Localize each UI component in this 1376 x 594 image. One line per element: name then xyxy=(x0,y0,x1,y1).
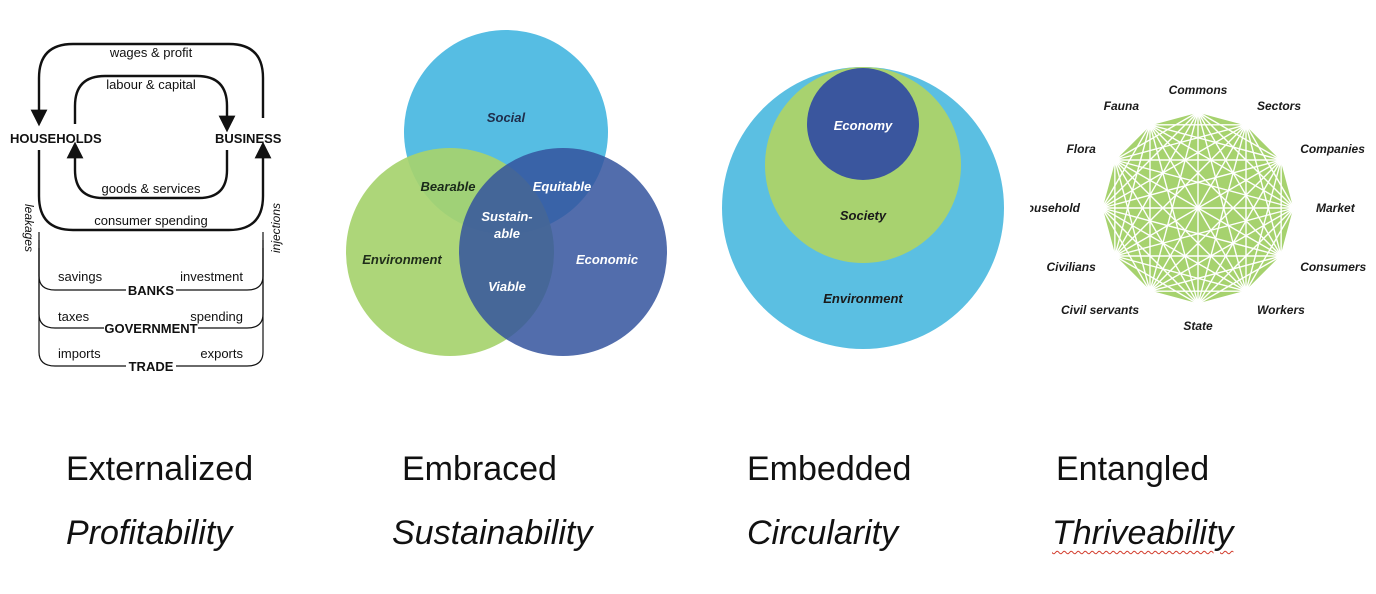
network-edge xyxy=(1114,159,1151,292)
equitable-label: Equitable xyxy=(533,179,592,194)
network-edge xyxy=(1197,111,1247,292)
labour-label: labour & capital xyxy=(106,77,196,92)
network-node-label: Flora xyxy=(1066,142,1096,156)
economic-label: Economic xyxy=(576,252,639,267)
network-node-label: Household xyxy=(1030,201,1081,215)
caption-subtitle-3: Circularity xyxy=(747,514,899,552)
spending-label: spending xyxy=(190,309,243,324)
network-edge xyxy=(1101,207,1116,257)
network-edge xyxy=(1197,290,1247,305)
households-label: HOUSEHOLDS xyxy=(10,131,102,146)
caption-subtitle-4: Thriveability xyxy=(1052,514,1234,552)
network-node-label: Workers xyxy=(1257,303,1305,317)
labour-arrow xyxy=(73,74,236,133)
banks-label: BANKS xyxy=(128,283,175,298)
network-edge xyxy=(1245,124,1282,161)
caption-title-1: Externalized xyxy=(66,450,254,488)
network-edge xyxy=(1114,159,1295,209)
network-node-label: Sectors xyxy=(1257,99,1301,113)
savings-label: savings xyxy=(58,269,103,284)
goods-arrow xyxy=(66,141,229,200)
network-edge xyxy=(1280,207,1295,257)
network-edge xyxy=(1101,207,1151,292)
network-node-label: Civil servants xyxy=(1061,303,1139,317)
environment-label: Environment xyxy=(362,252,442,267)
network-edge xyxy=(1114,159,1247,292)
network-edge xyxy=(1149,290,1199,305)
network-edge xyxy=(1101,207,1282,257)
social-label: Social xyxy=(487,110,526,125)
network-edge xyxy=(1149,111,1199,292)
caption-subtitle-1: Profitability xyxy=(66,514,233,552)
society-label: Society xyxy=(840,208,887,223)
network-edge xyxy=(1101,159,1282,209)
network-edge xyxy=(1114,255,1199,305)
network-edge xyxy=(1149,124,1247,292)
network-node-label: Civilians xyxy=(1046,260,1096,274)
network-node-label: Companies xyxy=(1300,142,1365,156)
economic-circle xyxy=(459,148,667,356)
circular-flow-diagram: wages & profit labour & capital HOUSEHOL… xyxy=(0,0,300,400)
network-edge xyxy=(1149,111,1199,126)
network-edge xyxy=(1197,111,1247,126)
network-edge xyxy=(1149,124,1282,161)
network-edge xyxy=(1101,124,1151,209)
network-edge xyxy=(1149,124,1295,209)
wages-label: wages & profit xyxy=(109,45,193,60)
venn-diagram: Social Environment Economic Bearable Equ… xyxy=(330,0,690,400)
network-edge xyxy=(1149,124,1199,305)
caption-title-4: Entangled xyxy=(1056,450,1210,488)
network-edge xyxy=(1245,255,1282,292)
network-node-label: State xyxy=(1183,319,1213,333)
bearable-label: Bearable xyxy=(421,179,476,194)
network-edge xyxy=(1114,159,1199,305)
network-edge xyxy=(1114,255,1151,292)
network-edge xyxy=(1101,159,1116,209)
wages-arrow xyxy=(30,42,265,127)
injections-label: injections xyxy=(269,203,283,253)
network-edge xyxy=(1280,159,1295,209)
trade-label: TRADE xyxy=(129,359,174,374)
leakages-label: leakages xyxy=(22,204,36,252)
consumer-arrow xyxy=(37,141,272,232)
network-edge xyxy=(1149,159,1282,292)
business-label: BUSINESS xyxy=(215,131,282,146)
imports-label: imports xyxy=(58,346,101,361)
network-edge xyxy=(1114,124,1247,257)
caption-title-2: Embraced xyxy=(402,450,557,488)
sustainable-label-line2: able xyxy=(494,226,520,241)
economy-label: Economy xyxy=(834,118,893,133)
network-node-label: Commons xyxy=(1169,83,1228,97)
consumer-label: consumer spending xyxy=(94,213,207,228)
exports-label: exports xyxy=(200,346,243,361)
network-node-label: Market xyxy=(1316,201,1356,215)
viable-label: Viable xyxy=(488,279,526,294)
network-edge xyxy=(1149,124,1282,257)
network-node-label: Fauna xyxy=(1104,99,1140,113)
investment-label: investment xyxy=(180,269,243,284)
sustainable-label-line1: Sustain- xyxy=(481,209,532,224)
economy-circle xyxy=(807,68,919,180)
network-edge xyxy=(1114,124,1151,257)
network-edge xyxy=(1197,124,1247,305)
government-label: GOVERNMENT xyxy=(104,321,197,336)
environment-label: Environment xyxy=(823,291,903,306)
network-edge xyxy=(1114,207,1295,257)
network-node-label: Consumers xyxy=(1300,260,1366,274)
nested-circles-diagram: Economy Society Environment xyxy=(715,0,1025,400)
taxes-label: taxes xyxy=(58,309,90,324)
goods-label: goods & services xyxy=(102,181,201,196)
network-edge xyxy=(1114,124,1151,161)
caption-title-3: Embedded xyxy=(747,450,912,488)
caption-subtitle-2: Sustainability xyxy=(392,514,593,552)
network-edge xyxy=(1101,207,1247,292)
